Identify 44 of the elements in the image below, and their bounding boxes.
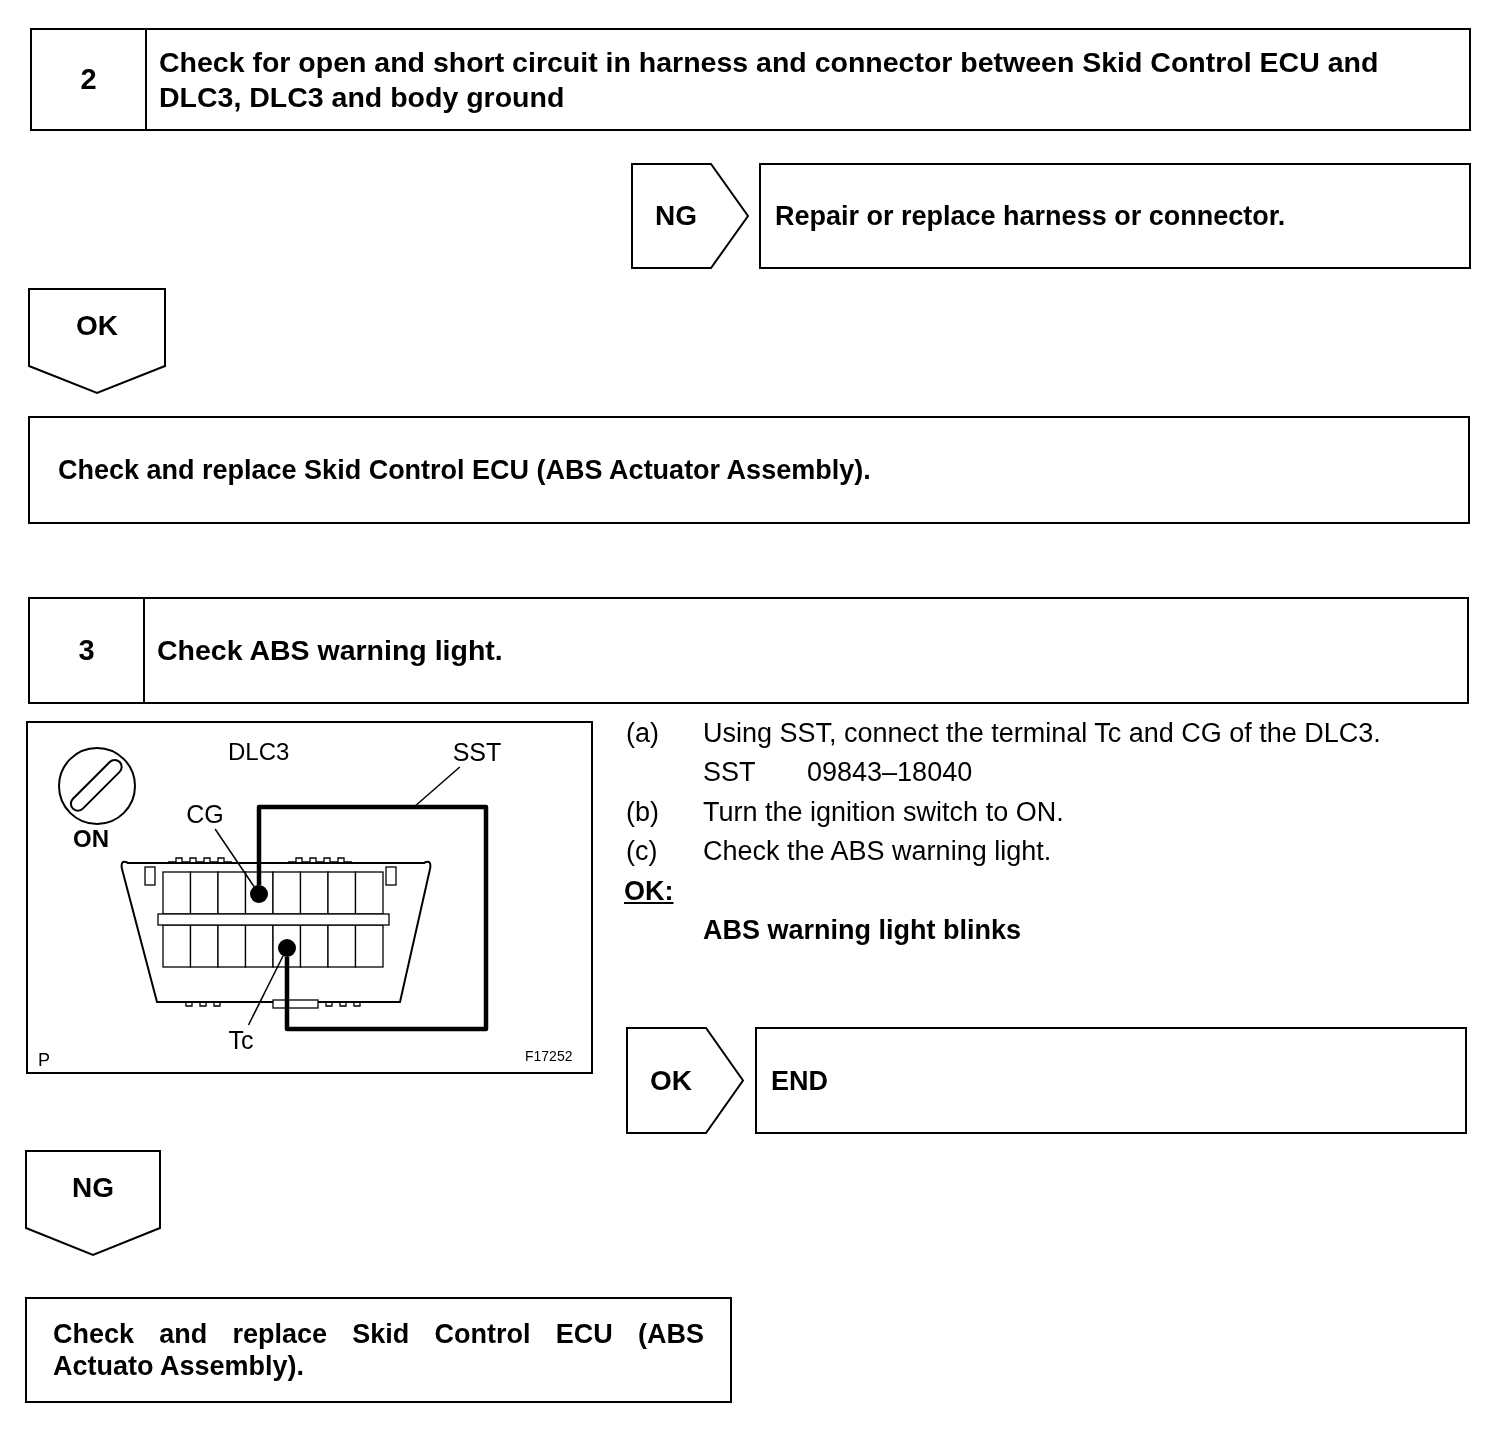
step-header-box (30, 28, 1471, 131)
callout-text: Tc (222, 1025, 260, 1055)
ng-arrow-tab (25, 1150, 161, 1256)
illustration-frame (26, 721, 593, 1074)
tab-label: OK (76, 310, 118, 342)
test-wire (256, 804, 489, 1032)
step-title: Check ABS warning light. (156, 633, 504, 668)
ok-arrow-tab (28, 288, 166, 394)
result-box (25, 1297, 732, 1403)
criteria-text: ABS warning light blinks (703, 915, 1021, 947)
callout-text: SST (446, 737, 508, 767)
tab-label: OK (650, 1064, 692, 1097)
box-text: Check and replace Skid Control ECU (ABS Actuator Assembly). (58, 454, 871, 486)
tab-label: NG (655, 200, 697, 232)
step-letter: (c) (626, 836, 658, 868)
callout-text: CG (182, 799, 228, 829)
result-box (28, 416, 1470, 524)
result-box (759, 163, 1471, 269)
step-letter: (a) (626, 718, 659, 750)
leader-line (413, 766, 461, 808)
tool-label: SST (703, 757, 756, 789)
step-letter: (b) (626, 797, 659, 829)
result-box (755, 1027, 1467, 1134)
instruction-text: Check the ABS warning light. (703, 836, 1052, 868)
box-text: Repair or replace harness or connector. (775, 200, 1286, 232)
figure-mark: P (38, 1050, 50, 1071)
step-title: Check for open and short circuit in harness and connector between Skid Control ECU and DLC3, DLC3 and body ground (158, 44, 1380, 115)
instruction-text: Turn the ignition switch to ON. (703, 797, 1064, 829)
step-number: 2 (32, 30, 147, 129)
box-text: END (771, 1064, 828, 1097)
box-text: Check and replace Skid Control ECU (ABS Actuato Assembly). (53, 1318, 704, 1382)
leader-line (214, 828, 255, 888)
figure-code: F17252 (525, 1048, 573, 1065)
criteria-heading: OK: (624, 876, 674, 908)
connector-label: DLC3 (228, 738, 290, 766)
instruction-text: Using SST, connect the terminal Tc and CG of the DLC3. (703, 718, 1381, 750)
step-number: 3 (30, 599, 145, 702)
step-header-box (28, 597, 1469, 704)
ok-arrow-tab (626, 1027, 744, 1134)
tab-label: NG (72, 1172, 114, 1204)
ng-arrow-tab (631, 163, 749, 269)
leader-line (247, 955, 284, 1026)
switch-label: ON (73, 825, 109, 853)
tool-number: 09843–18040 (807, 757, 973, 789)
